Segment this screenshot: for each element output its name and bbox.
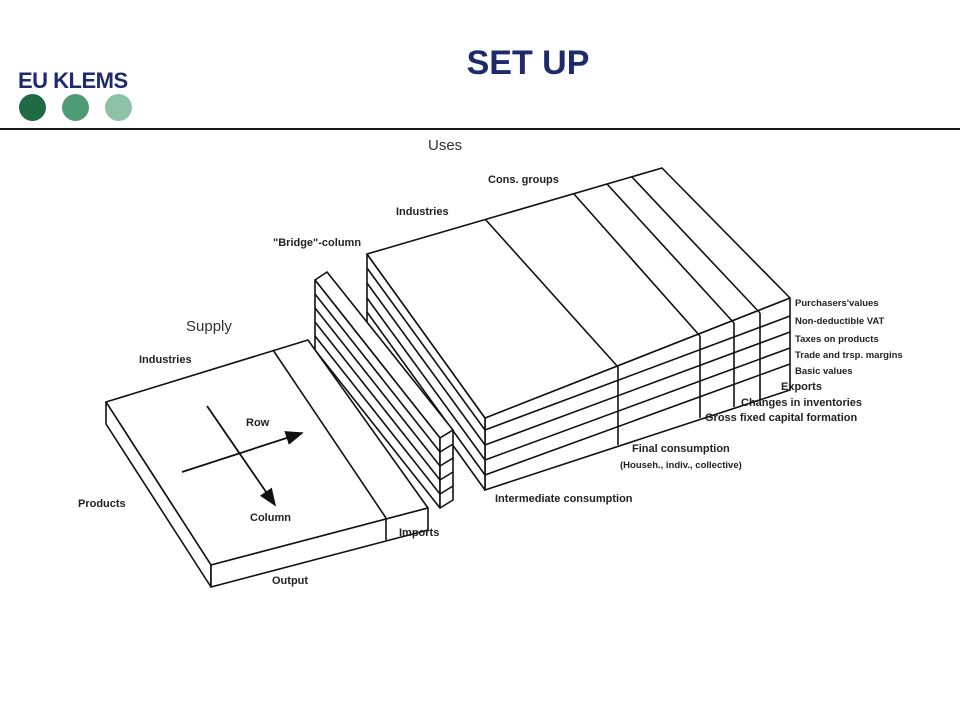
label-layer-purchasers-values: Purchasers'values: [795, 298, 879, 309]
label-imports: Imports: [399, 527, 439, 539]
slide-title: SET UP: [466, 44, 590, 82]
logo-dot-2: [62, 94, 89, 121]
label-output: Output: [272, 575, 308, 587]
label-bridge-column: "Bridge"-column: [273, 237, 361, 249]
label-final-consumption: Final consumption: [632, 443, 730, 455]
label-column: Column: [250, 512, 291, 524]
label-final-consumption-detail: (Househ., indiv., collective): [620, 460, 742, 471]
label-industries-top: Industries: [396, 206, 449, 218]
label-layer-basic-values: Basic values: [795, 366, 853, 377]
header-divider: [0, 128, 960, 130]
logo-dot-3: [105, 94, 132, 121]
label-intermediate-consumption: Intermediate consumption: [495, 493, 633, 505]
column-arrow: [206, 405, 277, 507]
label-gross-fixed-capital: Gross fixed capital formation: [705, 412, 857, 424]
logo-text: EU KLEMS: [18, 68, 128, 93]
label-layer-trade-margins: Trade and trsp. margins: [795, 350, 903, 361]
label-products: Products: [78, 498, 126, 510]
row-arrow: [181, 431, 304, 473]
uses-top-face: [366, 167, 791, 419]
label-layer-non-deductible-vat: Non-deductible VAT: [795, 316, 885, 327]
supply-front-edge: [210, 507, 429, 588]
label-industries-left: Industries: [139, 354, 192, 366]
label-cons-groups: Cons. groups: [488, 174, 559, 186]
label-uses: Uses: [428, 137, 462, 154]
label-row: Row: [246, 417, 270, 429]
label-changes-in-inventories: Changes in inventories: [741, 397, 862, 409]
label-exports: Exports: [781, 381, 822, 393]
label-layer-taxes-on-products: Taxes on products: [795, 334, 879, 345]
logo-dot-1: [19, 94, 46, 121]
label-supply: Supply: [186, 318, 232, 335]
